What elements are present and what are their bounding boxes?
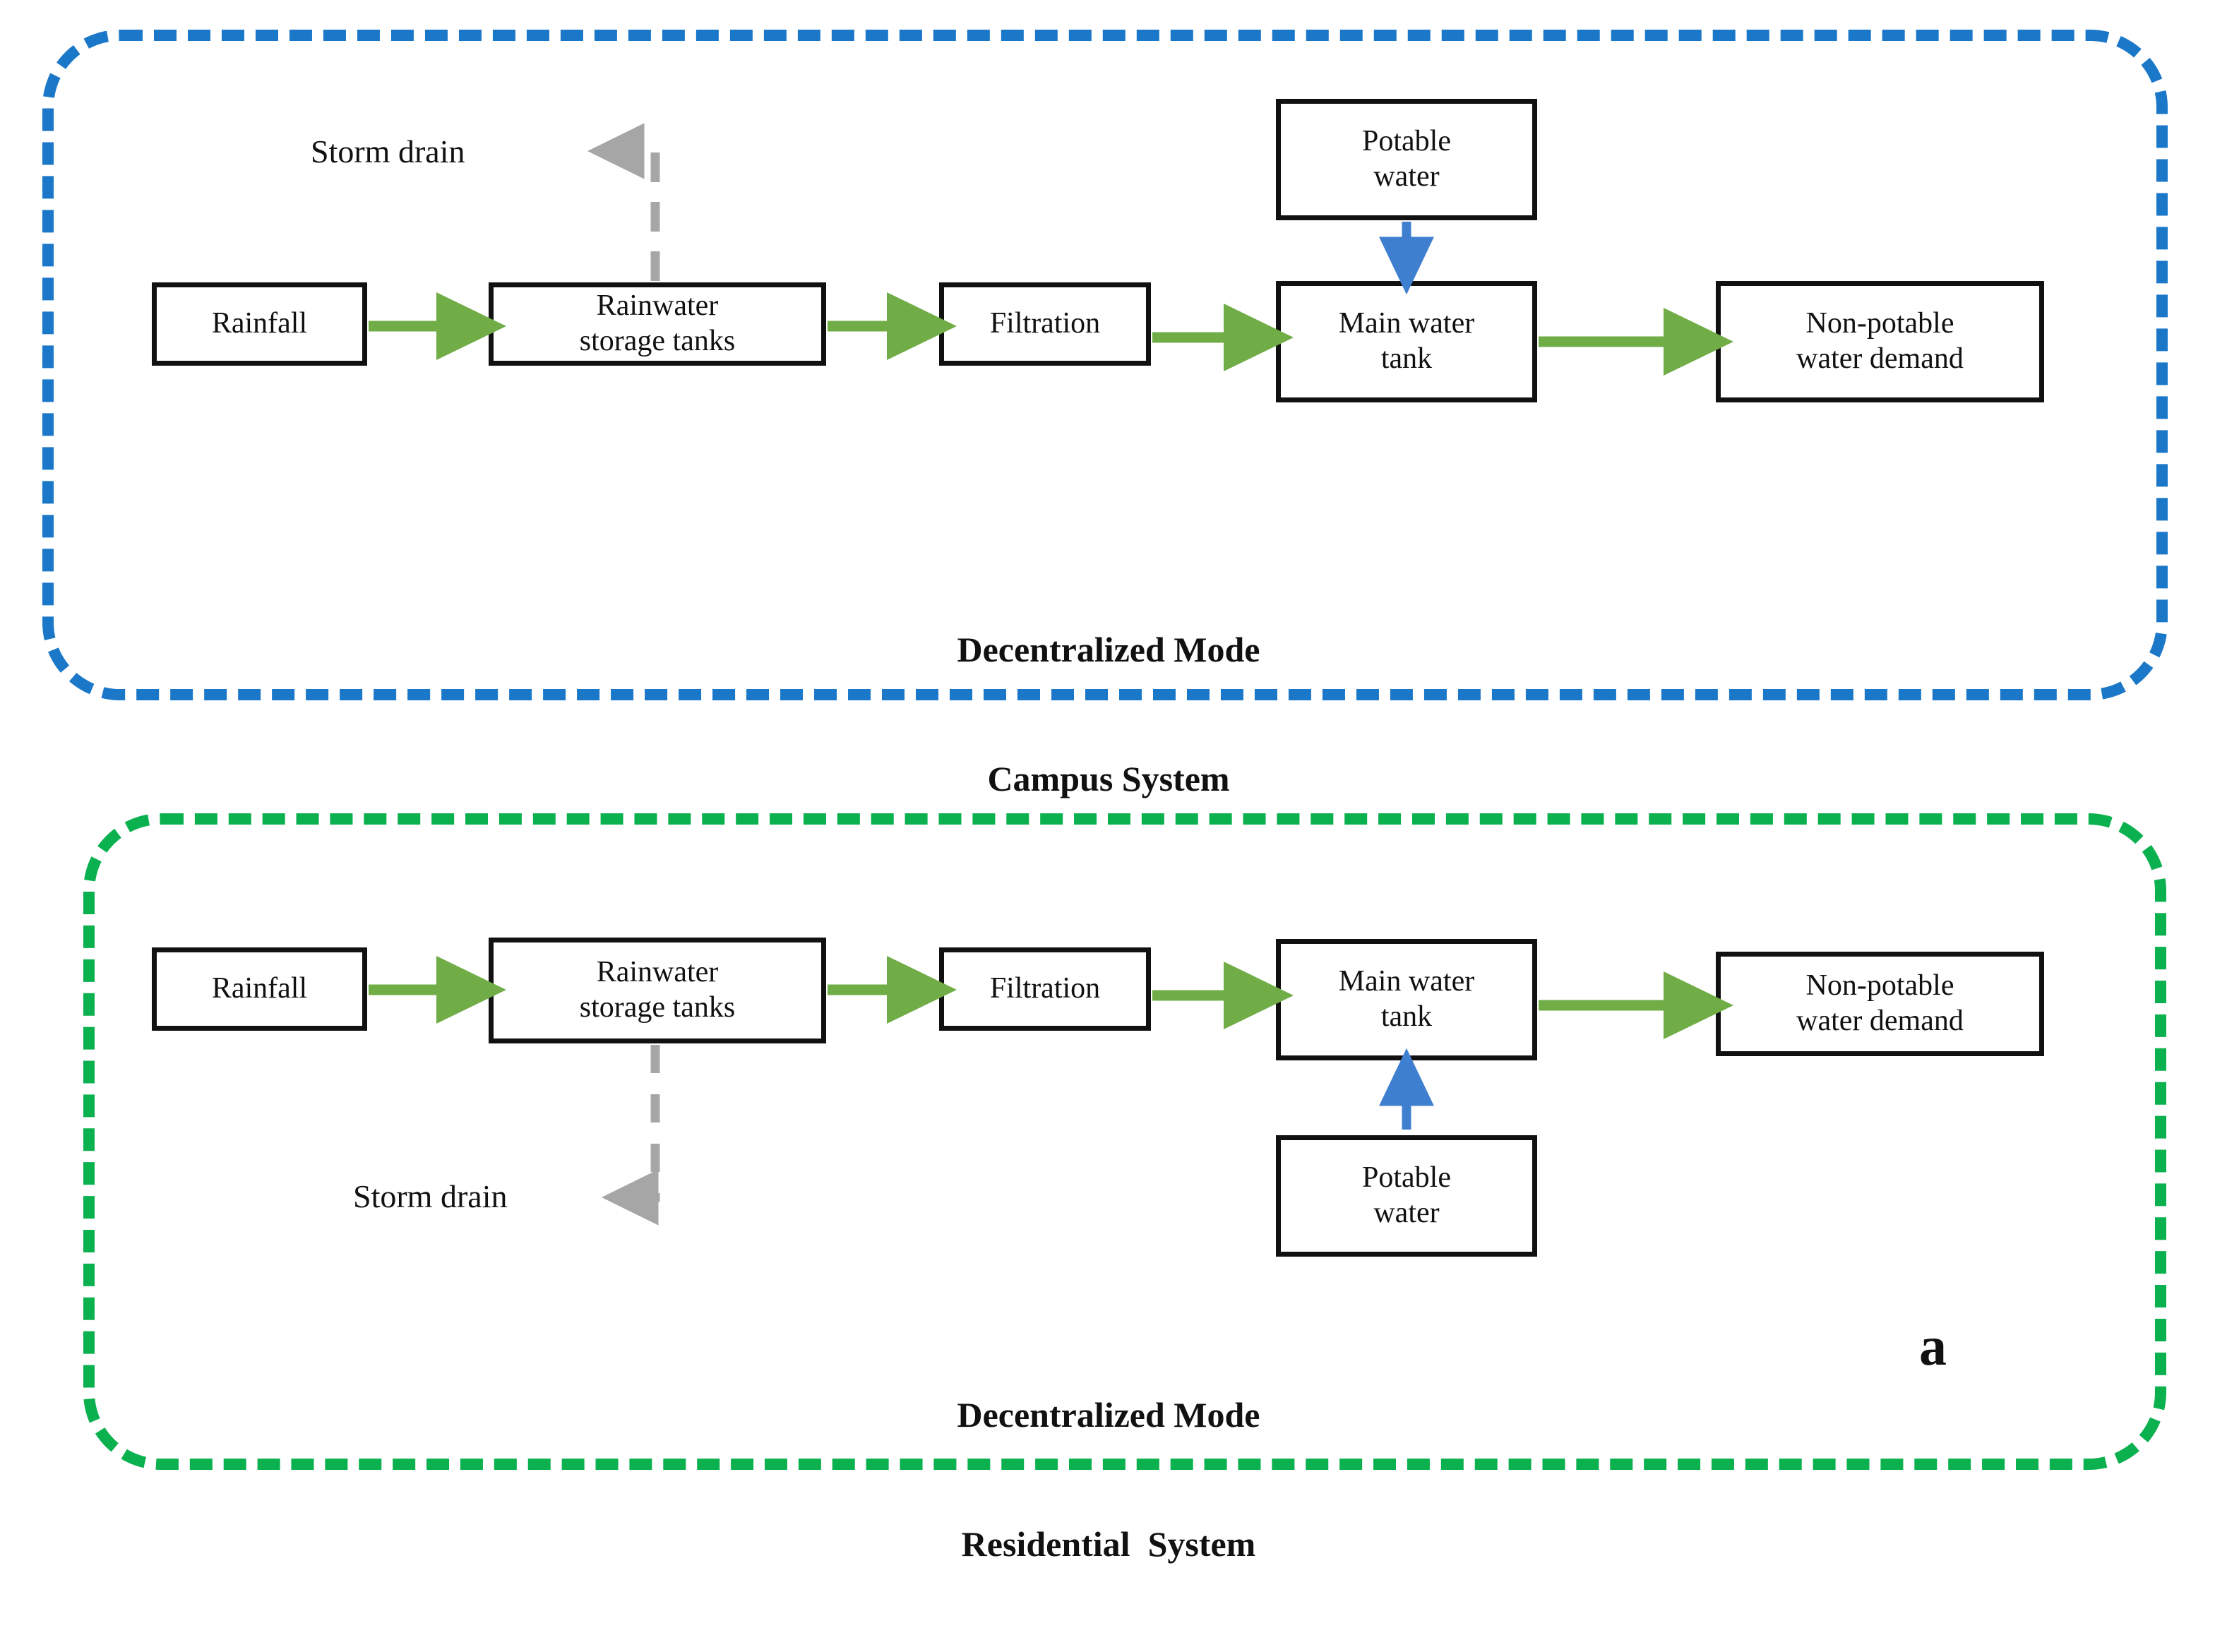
caption-campus: Decentralized Mode Campus System xyxy=(868,542,1349,887)
node-label: Main water tank xyxy=(1338,965,1475,1033)
node-rainwater-storage-tanks-campus: Rainwater storage tanks xyxy=(489,282,826,366)
caption-residential: Decentralized Mode Residential System xyxy=(868,1307,1349,1652)
node-non-potable-water-demand-residential: Non-potable water demand xyxy=(1716,952,2044,1056)
figure-canvas: Rainfall Rainwater storage tanks Filtrat… xyxy=(42,30,2168,1564)
caption-line-1: Decentralized Mode xyxy=(957,630,1260,669)
panel-decentralized-campus xyxy=(42,30,2168,700)
node-label: Filtration xyxy=(989,972,1101,1005)
caption-line-2: Campus System xyxy=(987,759,1230,798)
node-non-potable-water-demand-campus: Non-potable water demand xyxy=(1716,281,2044,402)
node-main-water-tank-residential: Main water tank xyxy=(1276,939,1537,1060)
node-label: Rainwater storage tanks xyxy=(579,956,736,1024)
node-label: Potable water xyxy=(1362,1161,1451,1229)
node-rainfall-campus: Rainfall xyxy=(152,282,367,366)
node-label: Main water tank xyxy=(1338,307,1475,375)
node-label: Rainwater storage tanks xyxy=(579,289,736,357)
caption-line-2: Residential System xyxy=(961,1524,1256,1564)
storm-drain-label-residential: Storm drain xyxy=(353,1178,508,1214)
node-label: Non-potable water demand xyxy=(1796,307,1964,375)
node-label: Potable water xyxy=(1362,125,1451,193)
node-main-water-tank-campus: Main water tank xyxy=(1276,281,1537,402)
node-rainwater-storage-tanks-residential: Rainwater storage tanks xyxy=(489,938,826,1043)
node-rainfall-residential: Rainfall xyxy=(152,947,367,1031)
node-label: Non-potable water demand xyxy=(1796,969,1964,1037)
node-potable-water-residential: Potable water xyxy=(1276,1135,1537,1257)
node-filtration-campus: Filtration xyxy=(939,282,1151,366)
node-label: Filtration xyxy=(989,307,1101,340)
figure-letter-label: a xyxy=(1919,1315,1947,1377)
caption-line-1: Decentralized Mode xyxy=(957,1395,1260,1435)
node-label: Rainfall xyxy=(211,972,308,1005)
node-potable-water-campus: Potable water xyxy=(1276,99,1537,220)
node-label: Rainfall xyxy=(211,307,308,340)
storm-drain-label-campus: Storm drain xyxy=(311,133,465,169)
node-filtration-residential: Filtration xyxy=(939,947,1151,1031)
panel-decentralized-residential xyxy=(83,813,2166,1470)
